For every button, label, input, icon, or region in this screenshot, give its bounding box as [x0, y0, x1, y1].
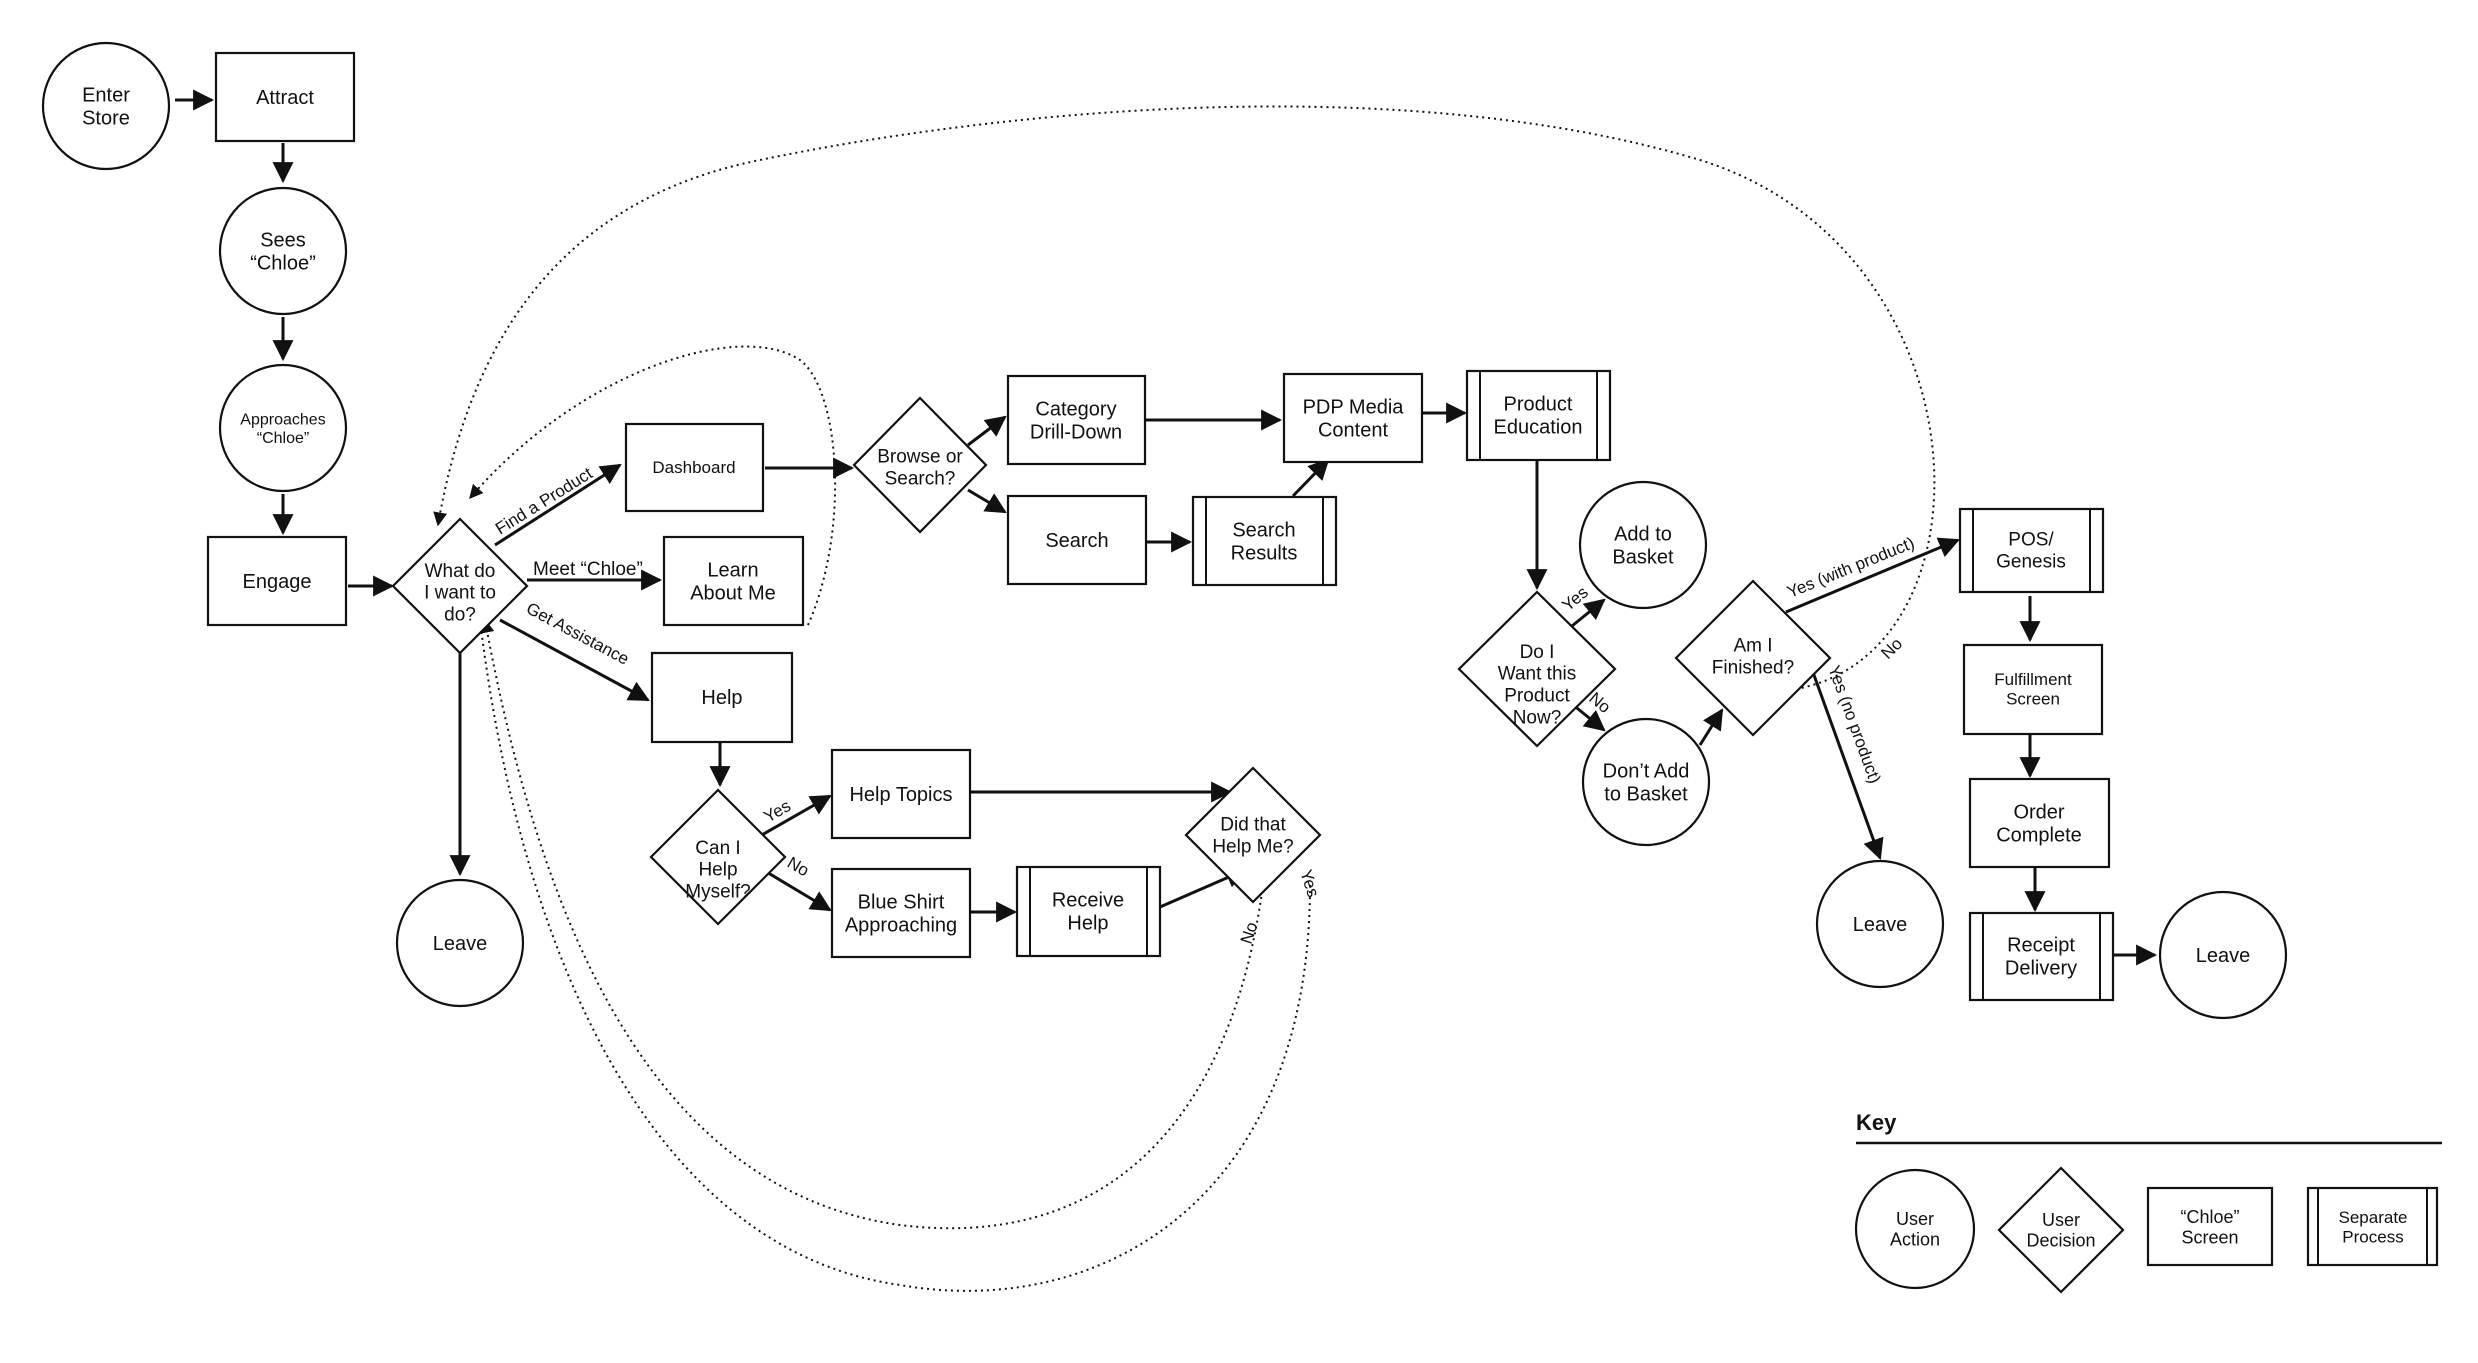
node-approaches-chloe-label: Approaches“Chloe”	[240, 411, 325, 446]
node-attract: Attract	[214, 51, 356, 143]
legend-chloe-screen-label: “Chloe”Screen	[2180, 1207, 2239, 1248]
node-engage: Engage	[206, 535, 348, 627]
edge-canihelp-blueshirt	[759, 866, 832, 912]
node-help-topics-label: Help Topics	[849, 784, 952, 806]
dotted-loop-did-help-no	[480, 618, 1264, 1230]
node-leave-left: Leave	[395, 878, 525, 1008]
node-search-label: Search	[1045, 530, 1108, 552]
node-sees-chloe-label: Sees“Chloe”	[250, 230, 316, 275]
label-did-help-yes: Yes	[1296, 867, 1323, 899]
dotted-loop-learn-about-me	[469, 345, 837, 626]
node-leave-mid: Leave	[1815, 859, 1945, 989]
node-leave-mid-label: Leave	[1853, 914, 1908, 936]
edge-dontadd-finished	[1698, 708, 1724, 746]
node-help-label: Help	[701, 687, 742, 709]
label-product-yes: Yes	[1558, 583, 1591, 615]
label-help-no: No	[784, 853, 812, 880]
node-approaches-chloe: Approaches“Chloe”	[218, 363, 348, 493]
edge-finished-leave	[1808, 663, 1884, 860]
label-help-yes: Yes	[761, 796, 795, 826]
edge-canihelp-topics	[759, 794, 832, 838]
node-dashboard-label: Dashboard	[652, 458, 735, 477]
edge-what-dashboard	[494, 463, 622, 547]
legend-chloe-screen: “Chloe”Screen	[2146, 1186, 2274, 1267]
node-dashboard: Dashboard	[624, 422, 765, 513]
label-finished-no: No	[1877, 634, 1906, 663]
node-leave-right: Leave	[2158, 890, 2288, 1020]
node-leave-right-label: Leave	[2196, 945, 2251, 967]
connectors	[175, 89, 2158, 966]
node-leave-left-label: Leave	[433, 933, 488, 955]
node-pos-genesis-label: POS/Genesis	[1996, 530, 2066, 573]
dotted-loop-did-help-yes	[474, 618, 1311, 1292]
legend-title: Key	[1856, 1110, 1897, 1135]
label-meet-chloe: Meet “Chloe”	[533, 559, 643, 580]
node-help-topics: Help Topics	[830, 748, 972, 840]
edge-browse-search	[967, 488, 1007, 514]
label-yes-with-product: Yes (with product)	[1784, 533, 1917, 601]
edge-browse-category	[967, 415, 1007, 447]
node-attract-label: Attract	[256, 87, 314, 109]
node-help: Help	[650, 651, 794, 744]
edge-results-pdp	[1291, 458, 1330, 498]
node-search: Search	[1006, 494, 1148, 586]
edge-what-help	[499, 618, 650, 702]
label-find-a-product: Find a Product	[492, 464, 596, 539]
dotted-loop-finished-no	[433, 105, 1936, 691]
edge-finished-pos	[1785, 537, 1960, 614]
label-get-assistance: Get Assistance	[523, 599, 632, 669]
node-pos-genesis: POS/Genesis	[1958, 507, 2105, 594]
node-sees-chloe: Sees“Chloe”	[218, 186, 348, 316]
label-did-help-no: No	[1237, 920, 1262, 947]
node-engage-label: Engage	[243, 571, 312, 593]
edge-doiwant-add	[1566, 598, 1606, 632]
